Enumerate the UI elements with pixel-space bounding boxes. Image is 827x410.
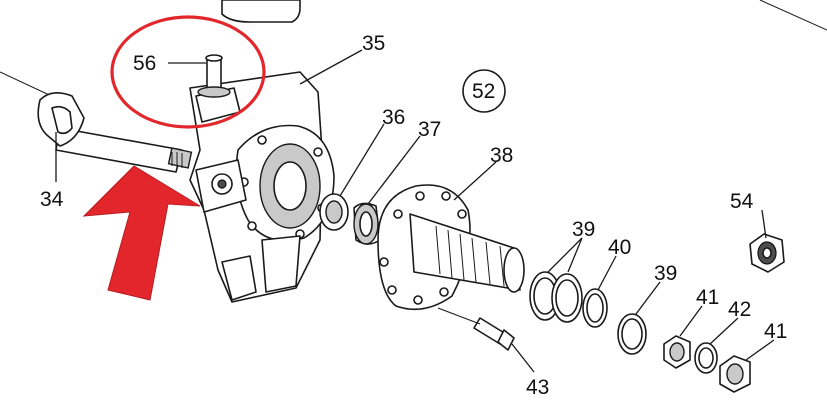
bearing-part: [353, 202, 381, 245]
callout-39-single: 39: [654, 262, 677, 285]
drive-shaft-part: [0, 71, 193, 173]
callout-34: 34: [40, 188, 64, 211]
washer-part: [617, 313, 647, 355]
callout-42: 42: [728, 298, 751, 321]
highlight-circle: [110, 15, 266, 129]
snap-ring-part: [582, 288, 608, 328]
callout-54: 54: [730, 190, 754, 213]
kingpin-part: [195, 54, 241, 123]
callout-35: 35: [362, 32, 385, 55]
outer-nut-part: [719, 355, 751, 393]
lock-washer-part: [694, 342, 718, 374]
callout-41-inner: 41: [696, 286, 719, 309]
spacer-washers-part: [529, 271, 583, 323]
knuckle-housing-part: [189, 71, 335, 303]
callout-43: 43: [526, 376, 549, 399]
cap-nut-part: [749, 233, 785, 273]
hub-bolt-part: [437, 307, 515, 351]
callout-39-pair: 39: [572, 218, 595, 241]
hub-nut-part: [663, 335, 691, 369]
callout-labels: 56 35 52 36 37 38 34 39 40 39 54 41 42 4…: [40, 32, 787, 399]
callout-37: 37: [418, 118, 441, 141]
highlight-arrow: [82, 165, 201, 301]
leader-lines: [55, 49, 775, 373]
callout-36: 36: [382, 106, 405, 129]
seal-ring-part: [319, 193, 349, 231]
callout-38: 38: [490, 144, 513, 167]
callout-52-circle: [462, 69, 506, 113]
callout-56: 56: [133, 52, 156, 75]
top-cropped-component: [221, 0, 827, 31]
callout-40: 40: [608, 236, 631, 259]
callout-52: 52: [472, 80, 495, 103]
callout-41-outer: 41: [764, 320, 787, 343]
hub-part: [377, 184, 525, 311]
